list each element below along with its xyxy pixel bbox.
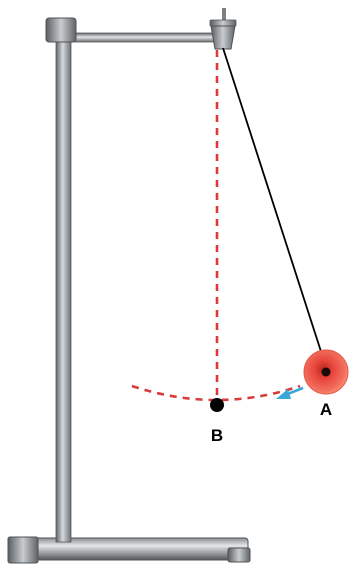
point-a-label: A bbox=[320, 400, 332, 419]
pendulum-string bbox=[222, 47, 327, 368]
stand-pole bbox=[55, 37, 72, 543]
pendulum-clamp-icon bbox=[209, 8, 237, 50]
point-b-label: B bbox=[211, 426, 223, 445]
stand-base bbox=[7, 536, 251, 564]
pendulum-bob bbox=[303, 349, 349, 395]
arrow-left-icon bbox=[276, 386, 304, 399]
stand-arm bbox=[67, 32, 221, 43]
stand-top-connector bbox=[45, 17, 77, 43]
point-b-marker bbox=[210, 398, 224, 412]
